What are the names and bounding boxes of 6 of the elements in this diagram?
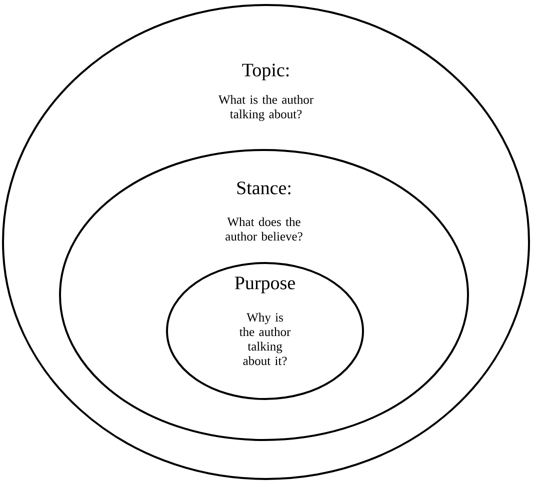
heading: Purpose [234,276,295,294]
question-text: What does the author believe? [226,217,302,241]
question-text: Why is the author talking about it? [239,312,291,366]
heading: Stance: [237,182,290,194]
question-text: What is the author talking about? [218,95,314,121]
heading: Topic: [242,64,289,80]
